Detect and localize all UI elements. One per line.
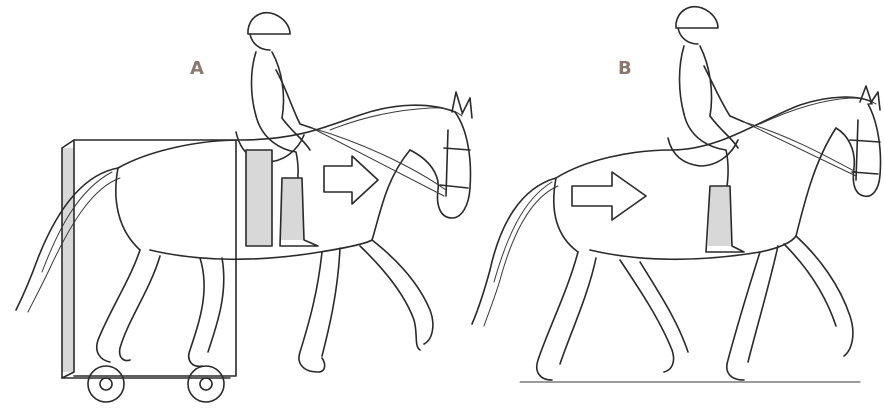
panel-b-drawing: [472, 7, 881, 382]
muscle-arrow-a: [324, 156, 378, 204]
horse-a: [16, 92, 472, 372]
wheel-left: [88, 366, 124, 402]
rider-a: [248, 13, 446, 246]
panel-a-drawing: [16, 13, 472, 402]
wheel-right: [188, 366, 224, 402]
wheeled-box: [62, 140, 236, 402]
panel-label-a: A: [190, 58, 204, 79]
rider-b: [676, 7, 856, 252]
panel-label-b: B: [618, 58, 632, 79]
horse-b: [472, 86, 881, 380]
muscle-arrow-b: [572, 172, 646, 220]
